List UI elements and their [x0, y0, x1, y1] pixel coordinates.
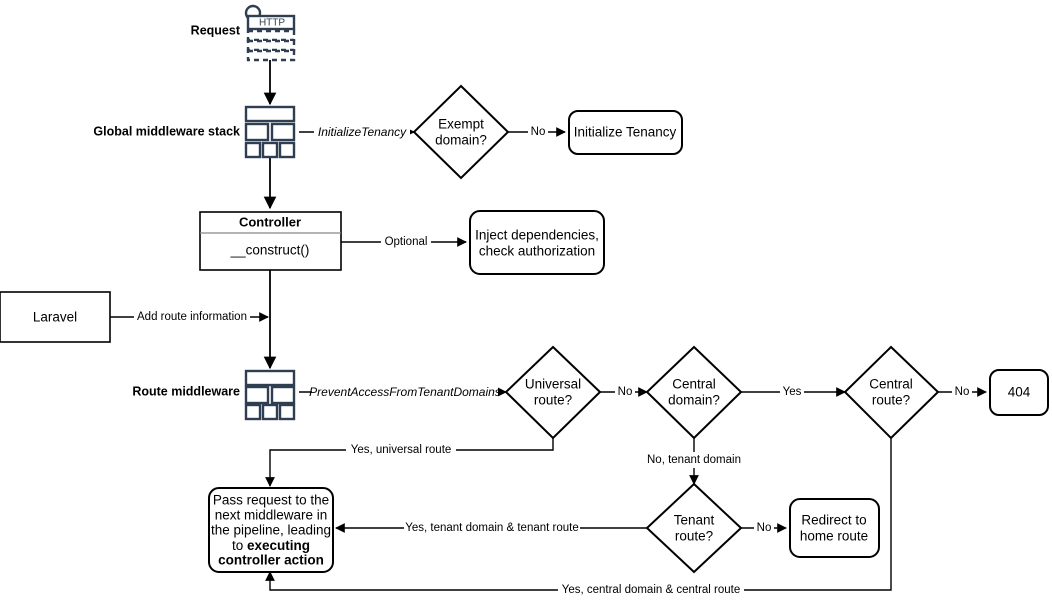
node-inject-dependencies-line1: Inject dependencies,	[475, 228, 599, 243]
node-redirect-home-route-line1: Redirect to	[801, 513, 866, 528]
decision-universal-route-line2: route?	[534, 393, 572, 408]
http-request-icon: HTTP	[244, 4, 296, 62]
decision-universal-route: Universal route?	[504, 345, 602, 440]
edge-label-universal-route-no: No	[618, 386, 633, 398]
decision-tenant-route-line1: Tenant	[674, 513, 715, 528]
node-initialize-tenancy: Initialize Tenancy	[568, 110, 683, 155]
edge-label-initialize-tenancy: InitializeTenancy	[318, 125, 407, 139]
decision-central-domain: Central domain?	[645, 345, 743, 440]
decision-central-route-line2: route?	[872, 393, 910, 408]
side-label-route-middleware: Route middleware	[132, 384, 240, 398]
node-404-label: 404	[1008, 385, 1031, 400]
side-label-global-middleware-stack: Global middleware stack	[93, 124, 240, 138]
node-pass-request-line4-bold: executing	[247, 538, 310, 553]
edge-label-central-route-yes: Yes, central domain & central route	[562, 584, 741, 596]
node-inject-dependencies-line2: check authorization	[479, 244, 595, 259]
edge-label-add-route-information: Add route information	[137, 311, 247, 323]
label-bg	[346, 442, 456, 458]
edge-label-prevent-access-from-tenant-domains: PreventAccessFromTenantDomains	[309, 385, 501, 399]
decision-tenant-route-line2: route?	[675, 529, 713, 544]
node-controller-title: Controller	[239, 214, 301, 229]
label-bg	[780, 384, 804, 400]
edge-label-tenant-route-yes: Yes, tenant domain & tenant route	[405, 522, 578, 534]
node-pass-request-line4-prefix: to	[232, 538, 247, 553]
side-label-request: Request	[191, 23, 241, 37]
node-redirect-home-route-line2: home route	[800, 529, 868, 544]
decision-exempt-domain-line2: domain?	[435, 133, 487, 148]
edge-label-central-domain-yes: Yes	[783, 386, 802, 398]
label-bg	[314, 124, 410, 141]
decision-central-route: Central route?	[843, 345, 940, 440]
label-bg	[528, 124, 548, 140]
label-bg	[952, 384, 972, 400]
label-bg	[381, 234, 431, 250]
node-redirect-home-route: Redirect to home route	[789, 498, 880, 558]
http-label: HTTP	[259, 18, 285, 29]
edge-label-central-route-no: No	[955, 386, 970, 398]
node-inject-dependencies: Inject dependencies, check authorization	[469, 210, 605, 275]
node-pass-request: Pass request to the next middleware in t…	[208, 487, 334, 573]
label-bg	[312, 384, 498, 401]
label-bg	[558, 582, 744, 598]
decision-tenant-route: Tenant route?	[645, 482, 743, 574]
edge-label-controller-optional: Optional	[385, 236, 428, 248]
label-bg	[615, 384, 635, 400]
decision-universal-route-line1: Universal	[525, 377, 581, 392]
node-pass-request-line3: the pipeline, leading	[211, 523, 331, 538]
label-bg	[754, 520, 774, 536]
decision-exempt-domain: Exempt domain?	[412, 84, 510, 180]
node-pass-request-line5: controller action	[218, 553, 324, 568]
edge-label-universal-route-yes: Yes, universal route	[351, 444, 452, 456]
decision-central-route-line1: Central	[869, 377, 913, 392]
label-bg	[404, 520, 580, 536]
middleware-stack-icon-route	[244, 369, 296, 421]
decision-central-domain-line2: domain?	[668, 393, 720, 408]
node-404: 404	[989, 369, 1049, 416]
node-controller: Controller __construct()	[199, 211, 342, 271]
node-laravel-label: Laravel	[33, 310, 77, 325]
node-laravel: Laravel	[0, 291, 111, 343]
decision-central-domain-line1: Central	[672, 377, 716, 392]
middleware-stack-icon-global	[244, 105, 296, 159]
node-pass-request-line2: next middleware in	[215, 508, 328, 523]
node-pass-request-line1: Pass request to the	[213, 493, 329, 508]
node-controller-method: __construct()	[230, 243, 310, 258]
edge-label-tenant-route-no: No	[757, 522, 772, 534]
node-pass-request-line4: to executing	[232, 538, 310, 553]
node-initialize-tenancy-label: Initialize Tenancy	[574, 125, 677, 140]
edge-label-central-domain-no-tenant-domain: No, tenant domain	[647, 454, 741, 466]
label-bg	[134, 309, 250, 325]
edge-label-exempt-domain-no: No	[531, 126, 546, 138]
label-bg	[644, 452, 744, 468]
decision-exempt-domain-line1: Exempt	[438, 117, 484, 132]
